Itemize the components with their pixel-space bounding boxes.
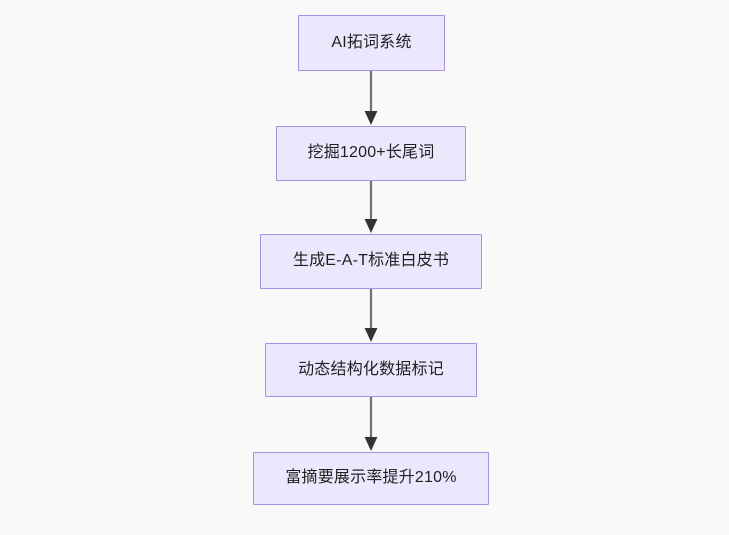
flowchart-node-label: AI拓词系统 — [331, 33, 412, 51]
flowchart-node-ai-keyword-system[interactable]: AI拓词系统 — [298, 15, 445, 71]
flowchart-node-generate-eat-whitepaper[interactable]: 生成E-A-T标准白皮书 — [260, 234, 482, 289]
flowchart-edge-n4-n5 — [364, 397, 378, 451]
flowchart-edge-n2-n3 — [364, 181, 378, 233]
flowchart-node-label: 生成E-A-T标准白皮书 — [292, 252, 450, 269]
flowchart-node-mine-longtail-keywords[interactable]: 挖掘1200+长尾词 — [276, 126, 466, 181]
flowchart-node-rich-snippet-impression-lift[interactable]: 富摘要展示率提升210% — [253, 452, 489, 505]
flowchart-edge-n1-n2 — [364, 71, 378, 125]
flowchart-edge-n3-n4 — [364, 289, 378, 342]
flowchart-node-label: 富摘要展示率提升210% — [285, 469, 457, 486]
flowchart-node-label: 动态结构化数据标记 — [298, 360, 444, 378]
flowchart-node-label: 挖掘1200+长尾词 — [307, 144, 435, 161]
flowchart-node-dynamic-structured-data-markup[interactable]: 动态结构化数据标记 — [265, 343, 477, 397]
